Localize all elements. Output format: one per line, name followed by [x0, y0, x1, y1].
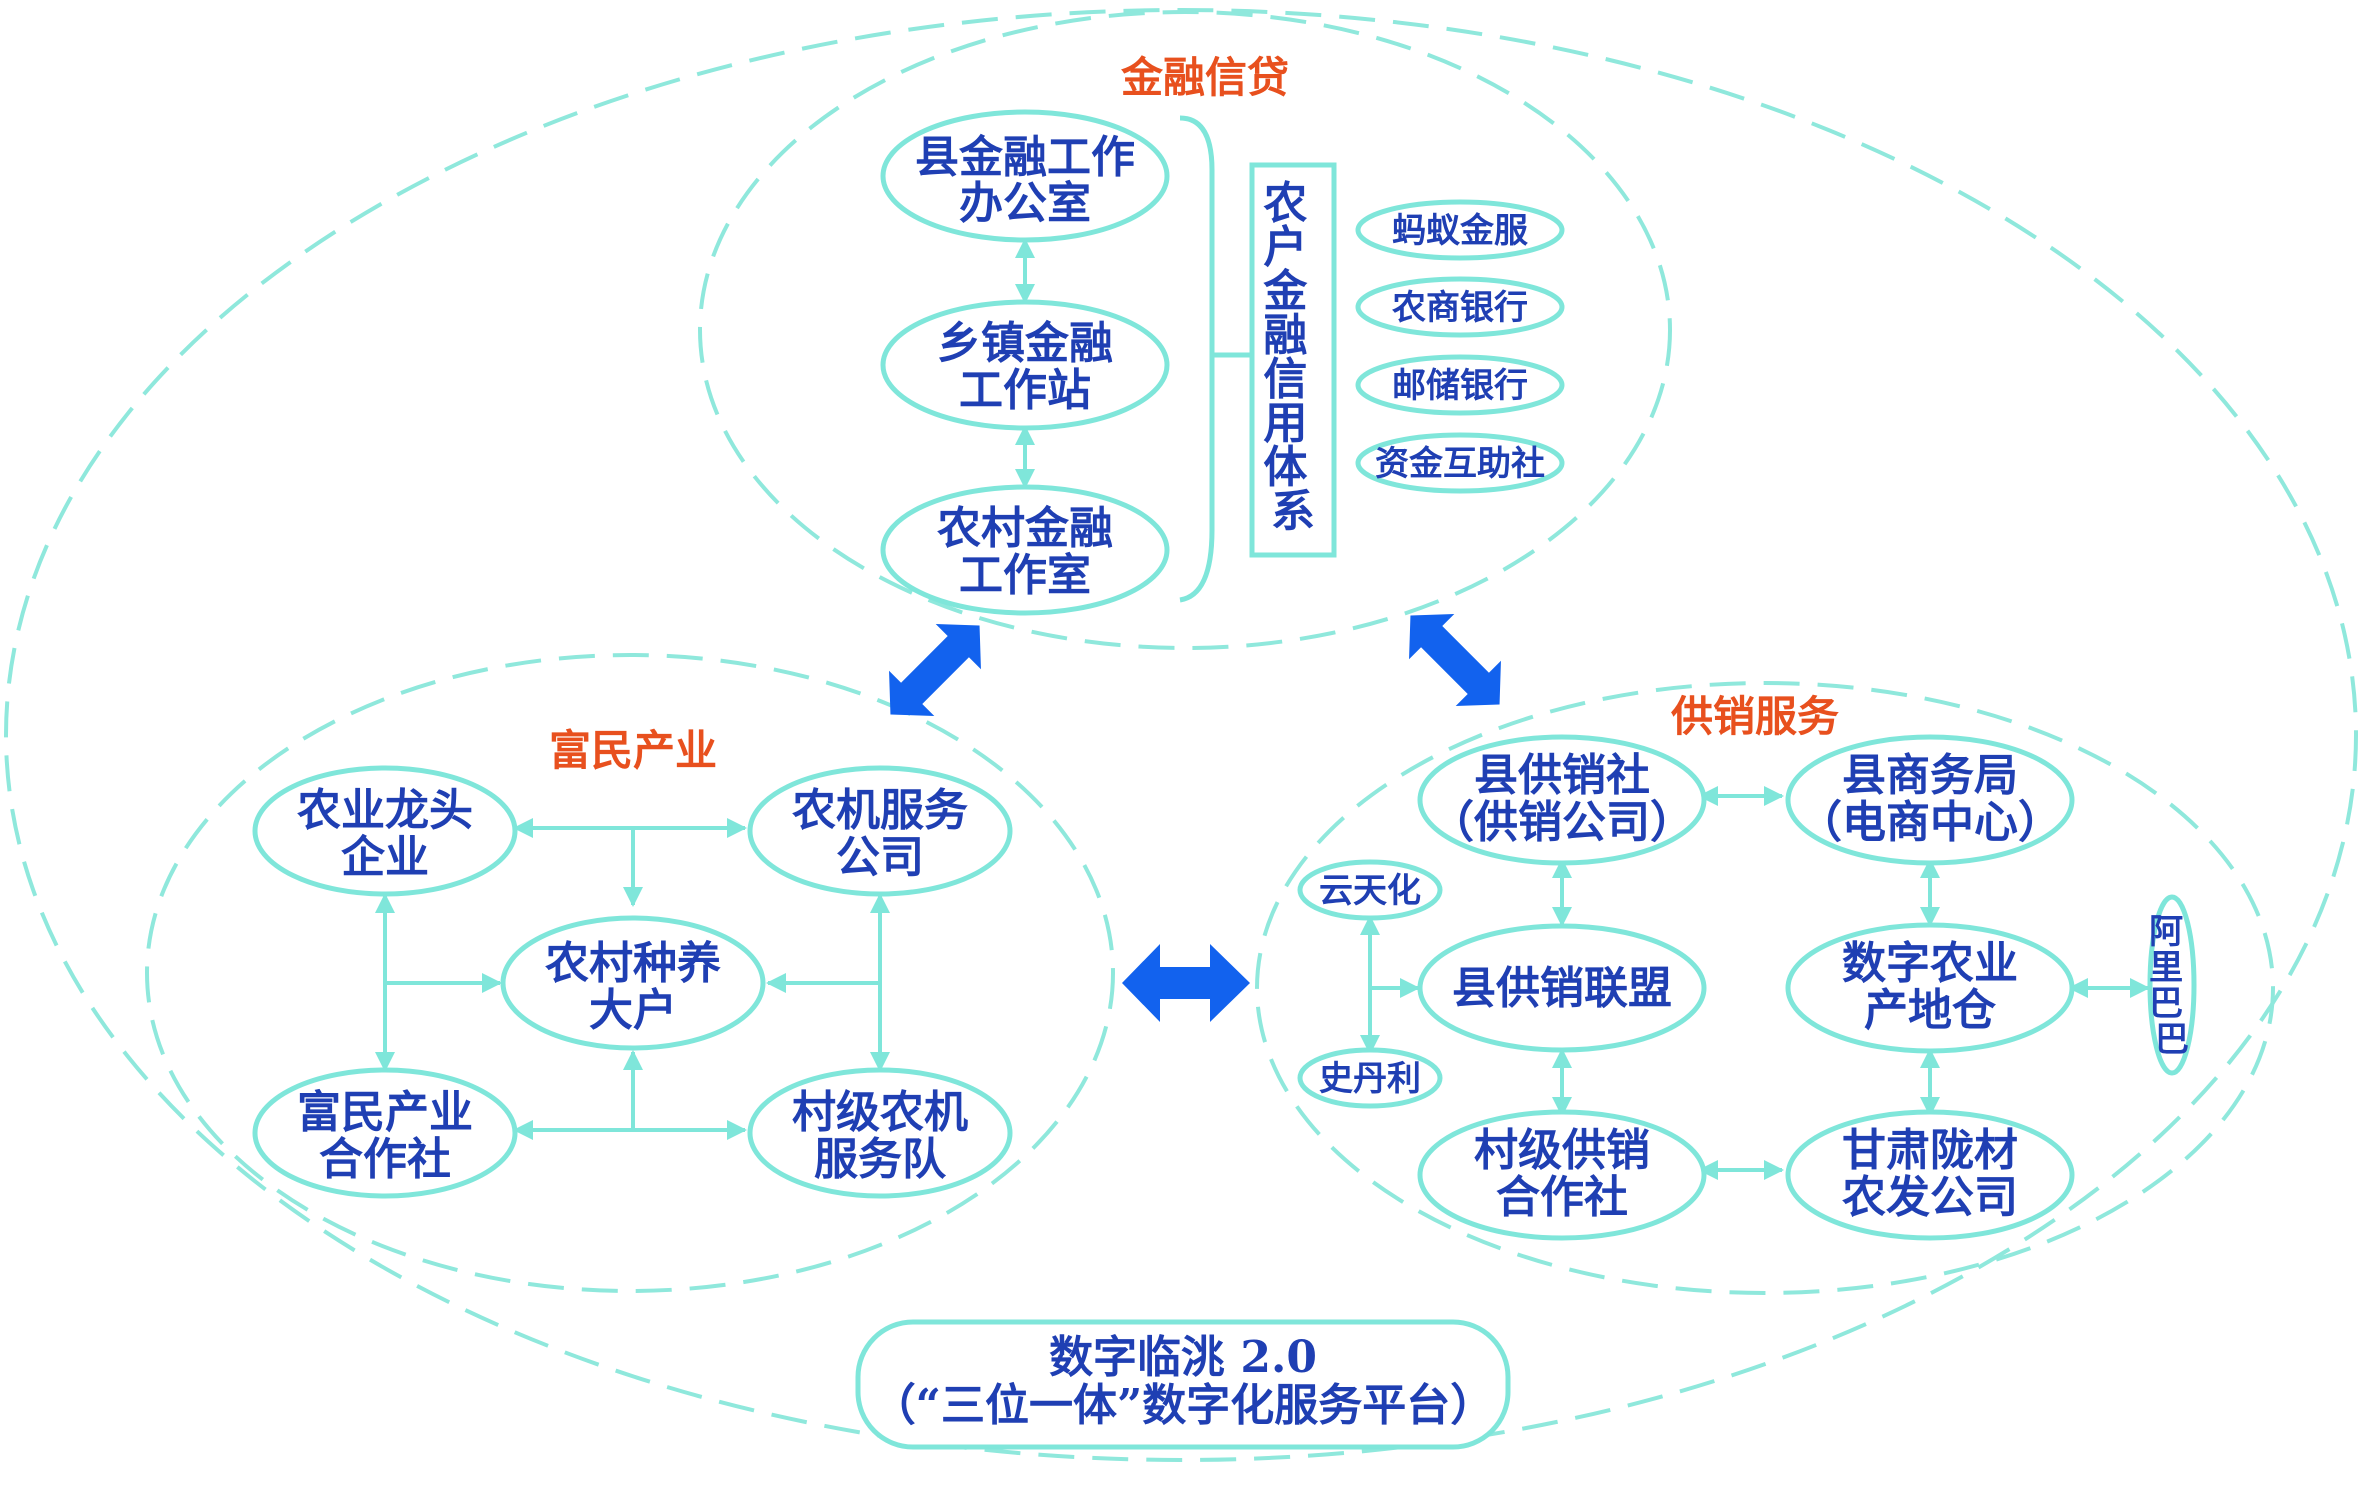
large-grower-node: 农村种养大户 [500, 915, 766, 1051]
svg-text:甘肃陇材农发公司: 甘肃陇材农发公司 [1842, 1125, 2018, 1223]
svg-text:农商银行: 农商银行 [1392, 288, 1528, 328]
gansu-longcai-company-node: 甘肃陇材农发公司 [1785, 1109, 2075, 1241]
svg-text:蚂蚁金服: 蚂蚁金服 [1392, 211, 1528, 251]
machinery-service-company-node: 农机服务公司 [747, 765, 1013, 897]
industry-section-title: 富民产业 [549, 726, 717, 775]
svg-text:数字临洮 2.0: 数字临洮 2.0 [1049, 1332, 1317, 1383]
institution-postal-savings-bank: 邮储银行 [1355, 354, 1565, 416]
svg-text:史丹利: 史丹利 [1319, 1059, 1421, 1099]
institution-mutual-aid-fund: 资金互助社 [1355, 432, 1565, 494]
svg-text:农机服务公司: 农机服务公司 [792, 785, 968, 883]
stanley-node: 史丹利 [1297, 1047, 1443, 1109]
svg-text:云天化: 云天化 [1319, 871, 1421, 911]
county-commerce-bureau-node: 县商务局（电商中心） [1785, 734, 2075, 866]
digital-lintao-platform-box: 数字临洮 2.0 （“三位一体”数字化服务平台） [855, 1319, 1511, 1450]
town-finance-station-node: 乡镇金融工作站 [880, 299, 1170, 431]
county-supply-coop-node: 县供销社（供销公司） [1417, 734, 1707, 866]
svg-text:村级供销合作社: 村级供销合作社 [1474, 1125, 1650, 1223]
finance-section-title: 金融信贷 [1120, 53, 1289, 102]
svg-text:农业龙头企业: 农业龙头企业 [297, 785, 473, 883]
county-supply-alliance-node: 县供销联盟 [1417, 923, 1707, 1053]
svg-text:农村金融工作室: 农村金融工作室 [937, 503, 1113, 601]
svg-text:资金互助社: 资金互助社 [1375, 444, 1545, 484]
leading-enterprise-node: 农业龙头企业 [252, 765, 518, 897]
village-finance-room-node: 农村金融工作室 [880, 484, 1170, 616]
industry-region [145, 653, 1115, 1293]
svg-text:县供销联盟: 县供销联盟 [1452, 963, 1672, 1014]
alibaba-node: 阿 里 巴 巴 [2147, 894, 2197, 1076]
credit-system-brace [1179, 115, 1215, 603]
county-finance-office-node: 县金融工作办公室 [880, 109, 1170, 243]
supply-region [1255, 681, 2275, 1295]
finance-supply-double-arrow [1409, 614, 1501, 706]
yuntianhua-node: 云天化 [1297, 859, 1443, 921]
svg-text:数字农业产地仓: 数字农业产地仓 [1842, 938, 2018, 1036]
svg-text:县供销社（供销公司）: 县供销社（供销公司） [1430, 750, 1694, 848]
svg-text:农 户 金 融: 农 户 金 融 信 用 体 系 [1262, 178, 1322, 537]
industry-supply-double-arrow [1122, 944, 1250, 1022]
svg-text:县金融工作办公室: 县金融工作办公室 [915, 132, 1135, 229]
institution-rural-commercial-bank: 农商银行 [1355, 276, 1565, 338]
svg-text:阿 里 巴 巴: 阿 里 巴 巴 [2149, 912, 2195, 1060]
svg-text:（“三位一体”数字化服务平台）: （“三位一体”数字化服务平台） [872, 1380, 1495, 1431]
supply-section-title: 供销服务 [1671, 692, 1839, 741]
industry-cooperative-node: 富民产业合作社 [252, 1067, 518, 1199]
svg-text:乡镇金融工作站: 乡镇金融工作站 [937, 318, 1113, 416]
svg-text:富民产业合作社: 富民产业合作社 [297, 1087, 473, 1185]
credit-system-box: 农 户 金 融 信 用 体 系 [1249, 162, 1337, 558]
finance-region [698, 10, 1672, 650]
svg-text:邮储银行: 邮储银行 [1392, 366, 1528, 406]
digital-agri-warehouse-node: 数字农业产地仓 [1785, 922, 2075, 1054]
svg-text:农村种养大户: 农村种养大户 [545, 938, 721, 1036]
outer-boundary [4, 8, 2358, 1462]
village-supply-coop-node: 村级供销合作社 [1417, 1109, 1707, 1241]
svg-text:县商务局（电商中心）: 县商务局（电商中心） [1798, 750, 2062, 848]
village-machinery-team-node: 村级农机服务队 [747, 1067, 1013, 1199]
finance-industry-double-arrow [889, 624, 981, 716]
institution-ant-financial: 蚂蚁金服 [1355, 199, 1565, 261]
svg-text:村级农机服务队: 村级农机服务队 [792, 1087, 968, 1185]
